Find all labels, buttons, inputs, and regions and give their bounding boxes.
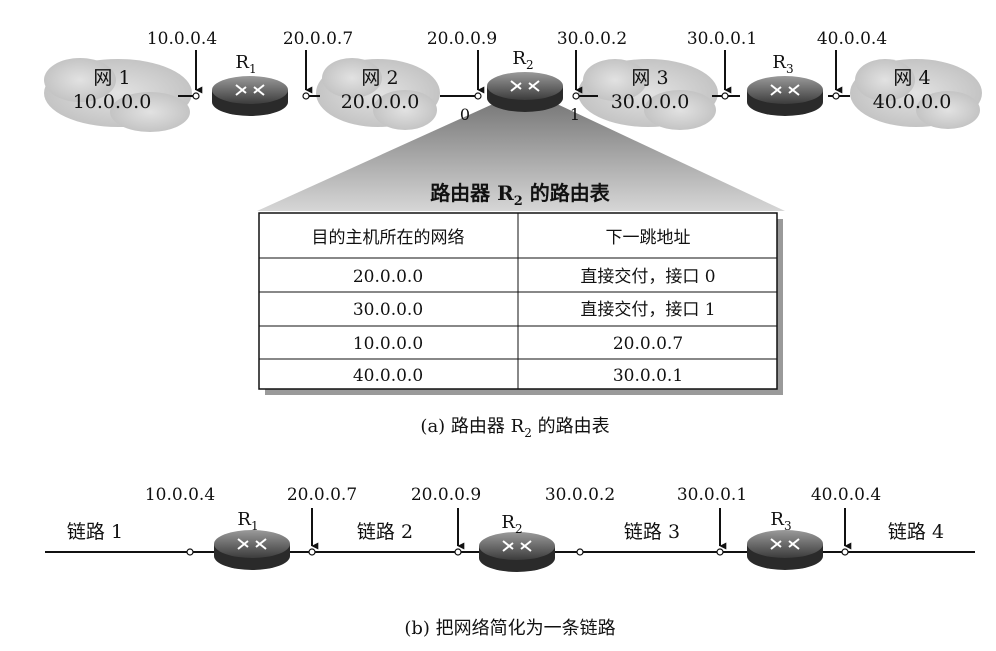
router-label: R3 xyxy=(770,509,791,533)
router-arrows-icon xyxy=(770,538,800,550)
table-cell: 直接交付，接口 1 xyxy=(580,300,715,320)
table-cell: 直接交付，接口 0 xyxy=(580,267,715,287)
interface-dot xyxy=(572,92,580,100)
link-label: 链路 2 xyxy=(357,521,413,543)
table-cell: 30.0.0.0 xyxy=(353,300,423,320)
ip-label: 20.0.0.7 xyxy=(283,29,353,49)
router-label: R2 xyxy=(512,48,533,72)
interface-dot xyxy=(474,92,482,100)
table-cell: 40.0.0.0 xyxy=(353,366,423,386)
caption-b: (b) 把网络简化为一条链路 xyxy=(404,618,615,639)
network-address: 30.0.0.0 xyxy=(611,91,690,113)
link-label: 链路 4 xyxy=(888,521,944,543)
caption-a: (a) 路由器 R2 的路由表 xyxy=(420,416,609,440)
router-label: R2 xyxy=(501,512,522,536)
port-label: 0 xyxy=(460,105,470,124)
network-address: 40.0.0.0 xyxy=(873,91,952,113)
router-r2 xyxy=(487,72,563,112)
table-cell: 20.0.0.0 xyxy=(353,267,423,287)
network-name: 网 2 xyxy=(361,67,398,89)
router-label: R1 xyxy=(235,52,256,76)
router-r1 xyxy=(214,530,290,570)
routing-table: 目的主机所在的网络 下一跳地址 20.0.0.0 直接交付，接口 0 30.0.… xyxy=(258,212,783,395)
ip-label: 10.0.0.4 xyxy=(147,29,217,49)
router-label: R1 xyxy=(237,509,258,533)
router-r1 xyxy=(212,76,288,116)
link-label: 链路 3 xyxy=(624,521,680,543)
interface-dot xyxy=(302,92,310,100)
table-header: 目的主机所在的网络 xyxy=(312,228,465,248)
interface-dot xyxy=(832,92,840,100)
router-r3 xyxy=(747,530,823,570)
network-address: 20.0.0.0 xyxy=(341,91,420,113)
network-name: 网 1 xyxy=(93,67,130,89)
interface-dot xyxy=(192,92,200,100)
diagram-a: 10.0.0.4 20.0.0.7 20.0.0.9 30.0.0.2 30.0… xyxy=(44,29,982,440)
cloud-net-3 xyxy=(578,59,718,130)
interface-dot xyxy=(186,548,194,556)
ip-label: 20.0.0.7 xyxy=(287,485,357,505)
router-arrows-icon xyxy=(237,538,267,550)
interface-dot xyxy=(454,548,462,556)
table-fan xyxy=(257,104,785,211)
interface-dot xyxy=(576,548,584,556)
interface-dot xyxy=(308,548,316,556)
ip-label: 20.0.0.9 xyxy=(427,29,497,49)
cloud-net-4 xyxy=(850,59,982,129)
network-name: 网 4 xyxy=(893,67,930,89)
cloud-net-2 xyxy=(316,58,440,130)
port-label: 1 xyxy=(570,105,580,124)
network-address: 10.0.0.0 xyxy=(73,91,152,113)
ip-label: 30.0.0.2 xyxy=(545,485,615,505)
ip-label: 40.0.0.4 xyxy=(811,485,881,505)
link-label: 链路 1 xyxy=(67,521,123,543)
router-arrows-icon xyxy=(770,84,800,96)
router-arrows-icon xyxy=(502,540,532,552)
network-name: 网 3 xyxy=(631,67,668,89)
table-cell: 30.0.0.1 xyxy=(613,366,683,386)
interface-dot xyxy=(841,548,849,556)
router-arrows-icon xyxy=(510,80,540,92)
interface-dot xyxy=(716,548,724,556)
interface-dot xyxy=(721,92,729,100)
ip-label: 40.0.0.4 xyxy=(817,29,887,49)
ip-label: 30.0.0.1 xyxy=(687,29,757,49)
router-r3 xyxy=(747,76,823,116)
table-cell: 20.0.0.7 xyxy=(613,334,683,354)
table-header: 下一跳地址 xyxy=(606,228,691,248)
router-r2 xyxy=(479,532,555,572)
ip-label: 10.0.0.4 xyxy=(145,485,215,505)
ip-label: 30.0.0.2 xyxy=(557,29,627,49)
table-cell: 10.0.0.0 xyxy=(353,334,423,354)
cloud-net-1 xyxy=(44,58,192,132)
ip-label: 30.0.0.1 xyxy=(677,485,747,505)
router-label: R3 xyxy=(772,52,793,76)
table-title: 路由器 R2 的路由表 xyxy=(430,181,611,209)
router-arrows-icon xyxy=(235,84,265,96)
diagram-b: 链路 1 链路 2 链路 3 链路 4 xyxy=(45,485,975,639)
ip-label: 20.0.0.9 xyxy=(411,485,481,505)
